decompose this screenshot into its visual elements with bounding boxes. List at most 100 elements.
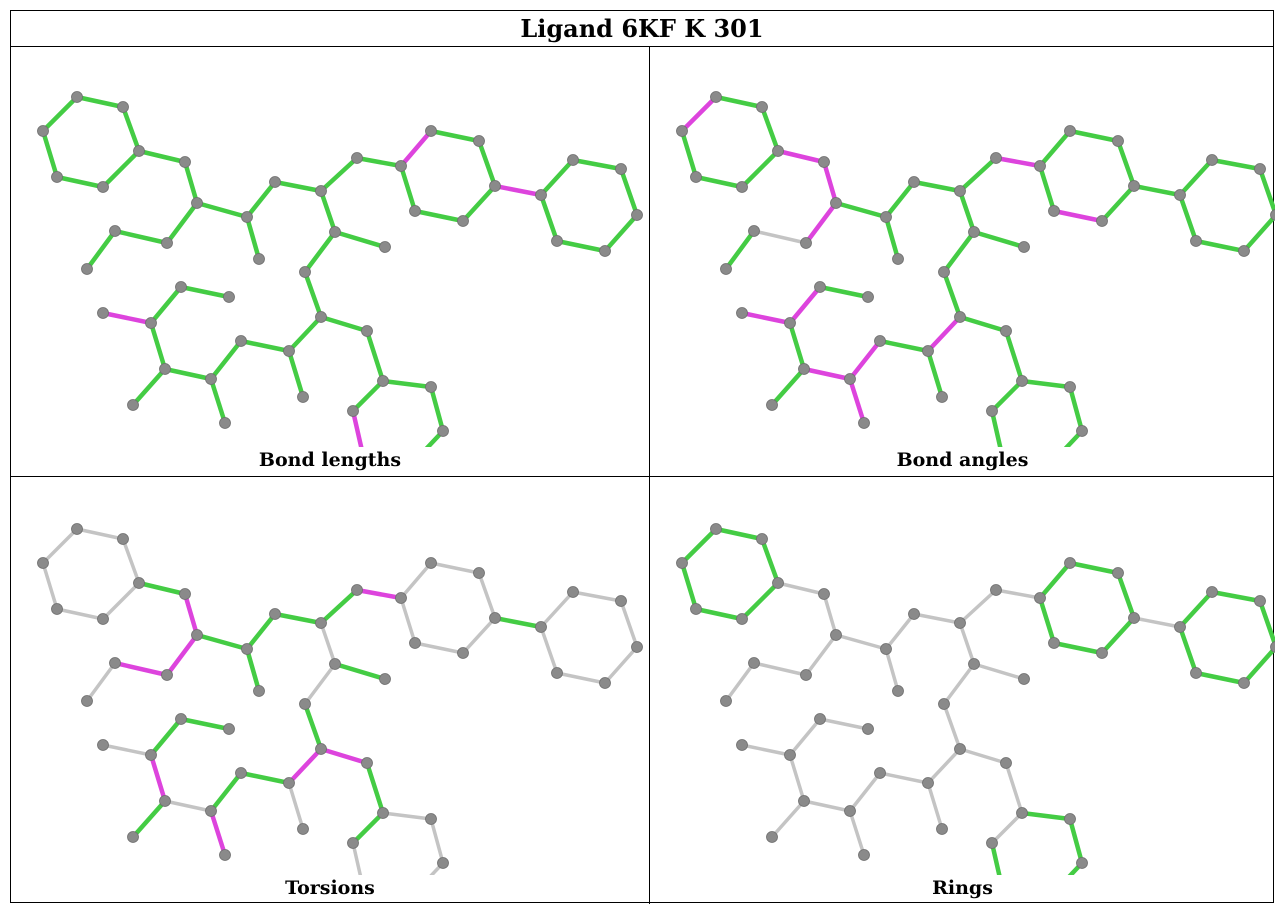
bond	[87, 231, 115, 269]
atom	[600, 678, 611, 689]
panel-rings: Rings	[650, 477, 1275, 904]
atom	[632, 210, 643, 221]
bond	[321, 317, 367, 331]
bond	[974, 232, 1024, 247]
atom	[206, 374, 217, 385]
bond	[778, 583, 824, 594]
atom	[352, 153, 363, 164]
atom	[426, 814, 437, 825]
bond	[804, 801, 850, 811]
atom	[785, 318, 796, 329]
bond	[1260, 169, 1275, 215]
atom	[1065, 126, 1076, 137]
panel-bond-lengths: Bond lengths	[11, 47, 649, 476]
bond	[123, 539, 139, 583]
atom	[220, 418, 231, 429]
atom	[72, 92, 83, 103]
atom	[380, 242, 391, 253]
atom	[767, 832, 778, 843]
bond	[974, 664, 1024, 679]
bond	[139, 583, 185, 594]
bond	[357, 158, 401, 166]
bond	[289, 317, 321, 351]
atom	[242, 644, 253, 655]
bond	[1118, 141, 1134, 186]
bond	[305, 272, 321, 317]
bond	[762, 539, 778, 583]
bond	[1244, 215, 1275, 251]
atom	[773, 146, 784, 157]
bond	[185, 162, 197, 203]
atom	[955, 744, 966, 755]
atom	[1001, 758, 1012, 769]
bond	[401, 131, 431, 166]
atom	[438, 426, 449, 437]
torsions-molecule	[11, 477, 649, 875]
panel-bond-angles: Bond angles	[650, 47, 1275, 476]
bond	[495, 186, 541, 195]
bond	[886, 182, 914, 217]
atom	[118, 102, 129, 113]
atom	[600, 246, 611, 257]
bond	[1040, 166, 1054, 211]
bond	[886, 217, 898, 259]
bond	[197, 635, 247, 649]
atom	[474, 136, 485, 147]
bond	[1102, 618, 1134, 653]
bond	[289, 351, 303, 397]
atom	[801, 238, 812, 249]
bond	[115, 663, 167, 675]
atom	[284, 778, 295, 789]
bond	[996, 158, 1040, 166]
atom	[118, 534, 129, 545]
atom	[380, 674, 391, 685]
bond	[944, 704, 960, 749]
bond	[415, 643, 463, 653]
bond	[139, 151, 185, 162]
bond	[165, 801, 211, 811]
bond	[367, 763, 383, 813]
bond	[605, 647, 637, 683]
atom	[1129, 613, 1140, 624]
atom	[128, 832, 139, 843]
atom	[38, 126, 49, 137]
atom	[1097, 216, 1108, 227]
bond	[806, 203, 836, 243]
bond	[742, 745, 790, 755]
atom	[316, 744, 327, 755]
bond	[1212, 160, 1260, 169]
bond	[992, 381, 1022, 411]
atom	[362, 326, 373, 337]
bond	[305, 704, 321, 749]
bond	[696, 177, 742, 187]
atom	[98, 182, 109, 193]
bond	[1040, 131, 1070, 166]
atom	[1097, 648, 1108, 659]
bond	[167, 203, 197, 243]
atom	[1239, 246, 1250, 257]
bond	[960, 191, 974, 232]
bond	[247, 182, 275, 217]
atom	[677, 126, 688, 137]
bond	[43, 563, 57, 609]
atom	[923, 778, 934, 789]
bond	[353, 381, 383, 411]
atom	[1191, 668, 1202, 679]
bond	[247, 649, 259, 691]
bond	[944, 664, 974, 704]
atom	[110, 226, 121, 237]
atom	[1255, 596, 1266, 607]
bond	[479, 141, 495, 186]
bond	[914, 182, 960, 191]
atom	[1035, 161, 1046, 172]
bond	[401, 598, 415, 643]
atom	[909, 609, 920, 620]
atom	[134, 146, 145, 157]
figure-title: Ligand 6KF K 301	[11, 11, 1273, 47]
atom	[881, 212, 892, 223]
atom	[1077, 426, 1088, 437]
bond	[463, 186, 495, 221]
bond	[742, 151, 778, 187]
atom	[1207, 587, 1218, 598]
bond	[383, 813, 431, 819]
